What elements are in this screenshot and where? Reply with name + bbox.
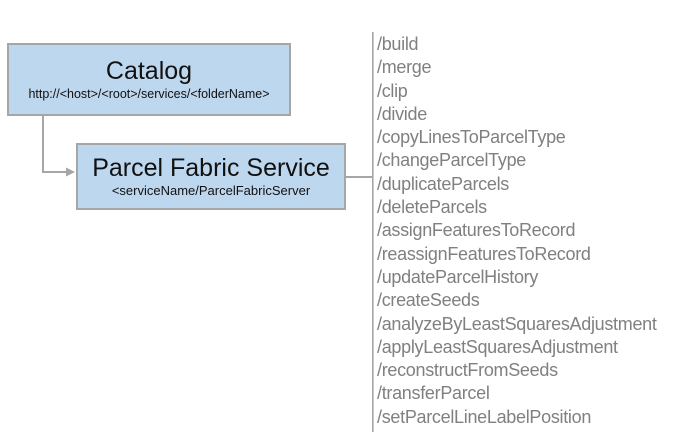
endpoint-item: /divide [377, 103, 427, 124]
catalog-url: http://<host>/<root>/services/<folderNam… [28, 87, 270, 101]
parcel-fabric-service-title: Parcel Fabric Service [92, 154, 330, 182]
parcel-fabric-service-box: Parcel Fabric Service <serviceName/Parce… [76, 143, 346, 210]
endpoint-item: /deleteParcels [377, 197, 487, 218]
endpoint-item: /setParcelLineLabelPosition [377, 406, 592, 427]
endpoint-item: /reconstructFromSeeds [377, 360, 558, 381]
catalog-to-service-arrow-line [42, 116, 67, 173]
endpoint-item: /changeParcelType [377, 150, 526, 171]
parcel-fabric-service-subtitle: <serviceName/ParcelFabricServer [111, 183, 311, 198]
endpoint-item: /merge [377, 57, 432, 78]
endpoint-item: /copyLinesToParcelType [377, 127, 566, 148]
catalog-title: Catalog [105, 57, 193, 85]
endpoint-item: /applyLeastSquaresAdjustment [377, 336, 618, 357]
endpoint-item: /analyzeByLeastSquaresAdjustment [377, 313, 657, 334]
endpoint-item: /updateParcelHistory [377, 266, 539, 287]
endpoint-item: /build [377, 34, 419, 54]
endpoint-list: /build/merge/clip/divide/copyLinesToParc… [377, 33, 689, 429]
endpoint-item: /duplicateParcels [377, 173, 509, 194]
endpoint-item: /clip [377, 80, 408, 101]
endpoint-item: /reassignFeaturesToRecord [377, 243, 591, 264]
arrowhead-icon [66, 167, 75, 177]
catalog-box: Catalog http://<host>/<root>/services/<f… [7, 43, 291, 116]
endpoint-item: /createSeeds [377, 290, 480, 311]
endpoint-item: /assignFeaturesToRecord [377, 220, 576, 241]
endpoint-item: /transferParcel [377, 383, 490, 404]
